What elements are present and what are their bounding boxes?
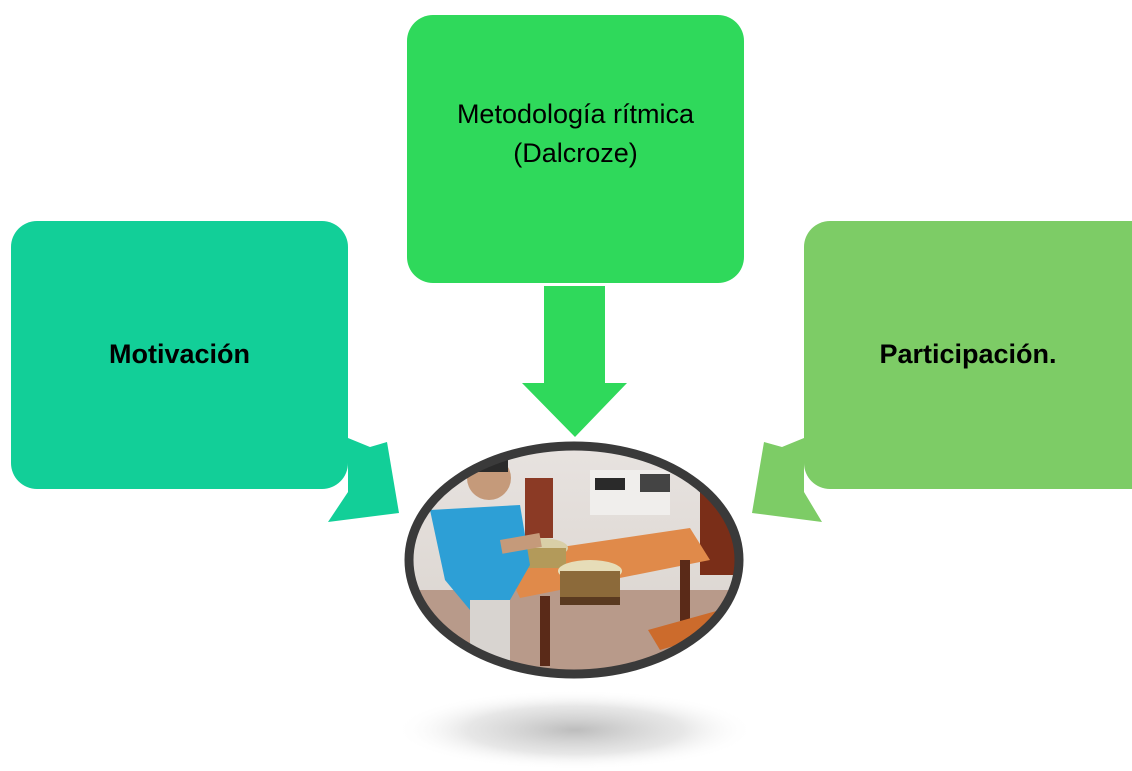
node-participacion-label: Participación.	[879, 339, 1057, 370]
node-motivacion: Motivación	[11, 221, 348, 489]
node-participacion: Participación.	[804, 221, 1132, 489]
node-metodologia-line2: (Dalcroze)	[513, 138, 638, 168]
photo	[404, 441, 744, 679]
node-metodologia-label: Metodología rítmica (Dalcroze)	[441, 95, 710, 173]
photo-shadow	[395, 690, 755, 770]
arrow-down	[522, 286, 627, 437]
arrow-left-to-center	[328, 438, 399, 522]
node-motivacion-label: Motivación	[108, 339, 250, 370]
arrow-right-to-center	[752, 438, 822, 522]
node-metodologia: Metodología rítmica (Dalcroze)	[407, 15, 744, 283]
node-metodologia-line1: Metodología rítmica	[456, 98, 695, 129]
